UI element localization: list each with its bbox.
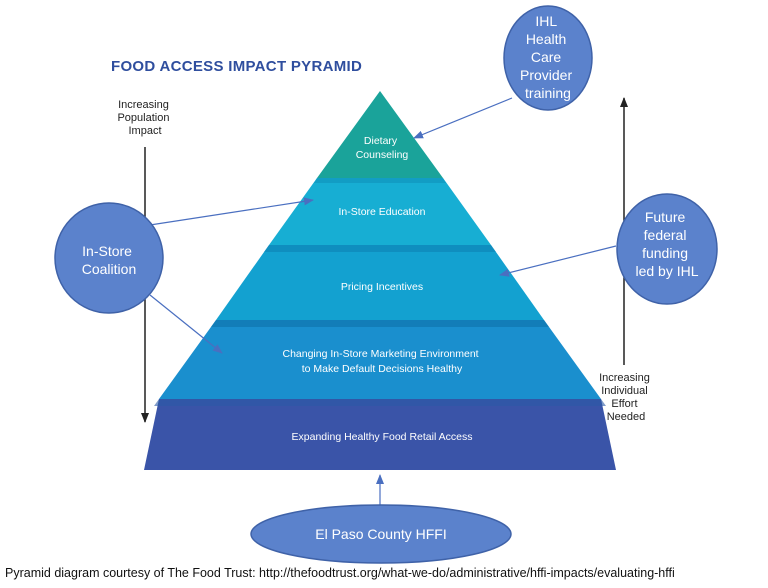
future-funding-label: Future federal funding led by IHL [635, 209, 698, 279]
pyramid-tier-retail-access [144, 399, 616, 470]
tier-label-dietary-counseling: Dietary Counseling [356, 135, 409, 161]
tier-label-pricing-incentives: Pricing Incentives [341, 281, 423, 293]
tier-label-retail-access: Expanding Healthy Food Retail Access [292, 431, 473, 443]
connector-ihl-to-dietary [413, 97, 513, 139]
individual-effort-label: Increasing Individual Effort Needed [599, 372, 653, 423]
tier-label-marketing-environment: Changing In-Store Marketing Environment … [282, 348, 481, 375]
in-store-coalition-label: In-Store Coalition [82, 243, 136, 277]
el-paso-hffi-label: El Paso County HFFI [315, 526, 447, 542]
ihl-training-bubble [503, 5, 593, 111]
future-funding-bubble [616, 193, 718, 305]
pyramid [144, 91, 616, 470]
connector-coalition-to-marketing [149, 294, 223, 354]
source-caption: Pyramid diagram courtesy of The Food Tru… [5, 566, 675, 580]
connector-coalition-to-education [149, 197, 314, 226]
tier-label-in-store-education: In-Store Education [339, 206, 426, 218]
diagram-title: FOOD ACCESS IMPACT PYRAMID [111, 58, 362, 75]
in-store-coalition-bubble [54, 202, 164, 314]
population-impact-label: Increasing Population Impact [117, 99, 172, 137]
pyramid-tier-marketing-environment [159, 320, 601, 399]
pyramid-tier-in-store-education [269, 178, 491, 245]
connector-funding-to-pricing [499, 245, 617, 277]
pyramid-tier-pricing-incentives [216, 245, 544, 320]
ihl-training-label: IHL Health Care Provider training [520, 13, 576, 101]
pyramid-tier-dietary-counseling [317, 91, 443, 178]
el-paso-hffi-bubble [250, 504, 512, 564]
